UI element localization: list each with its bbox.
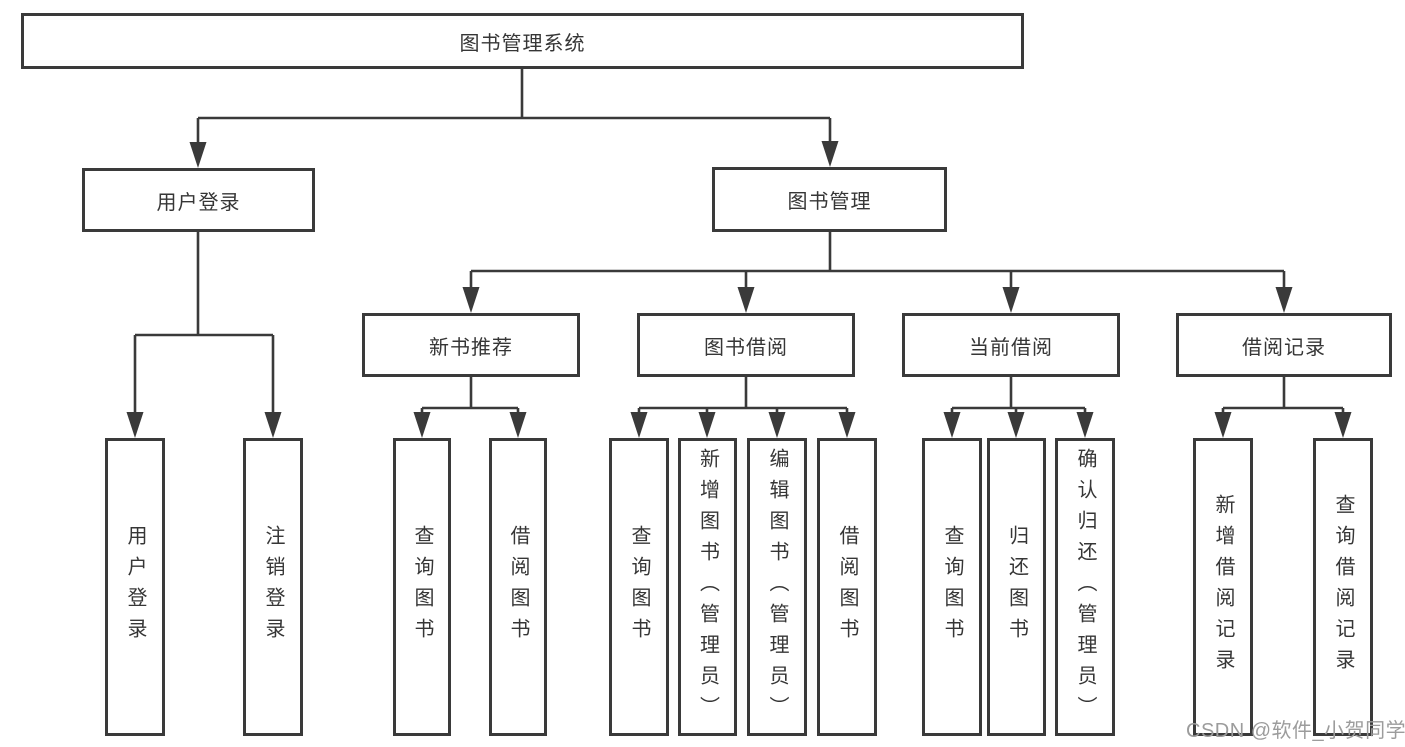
node-root: 图书管理系统: [21, 13, 1024, 69]
leaf-query-books-current: 查询图书: [922, 438, 982, 736]
node-book-borrow: 图书借阅: [637, 313, 855, 377]
leaf-query-borrow-record: 查询借阅记录: [1313, 438, 1373, 736]
node-borrow-records: 借阅记录: [1176, 313, 1392, 377]
leaf-user-login: 用户登录: [105, 438, 165, 736]
leaf-edit-books-admin: 编辑图书（管理员）: [747, 438, 807, 736]
node-user-login: 用户登录: [82, 168, 315, 232]
leaf-borrow-books-recommend: 借阅图书: [489, 438, 547, 736]
leaf-add-borrow-record: 新增借阅记录: [1193, 438, 1253, 736]
node-book-management: 图书管理: [712, 167, 947, 232]
leaf-query-books-recommend: 查询图书: [393, 438, 451, 736]
leaf-return-books: 归还图书: [987, 438, 1046, 736]
leaf-borrow-books: 借阅图书: [817, 438, 877, 736]
node-current-borrow: 当前借阅: [902, 313, 1120, 377]
arrowheads: [126, 141, 1352, 438]
watermark: CSDN @软件_小贺同学: [1186, 720, 1405, 742]
leaf-query-books-borrow: 查询图书: [609, 438, 669, 736]
leaf-add-books-admin: 新增图书（管理员）: [678, 438, 737, 736]
leaf-confirm-return-admin: 确认归还（管理员）: [1055, 438, 1115, 736]
leaf-logout: 注销登录: [243, 438, 303, 736]
node-new-book-recommend: 新书推荐: [362, 313, 580, 377]
